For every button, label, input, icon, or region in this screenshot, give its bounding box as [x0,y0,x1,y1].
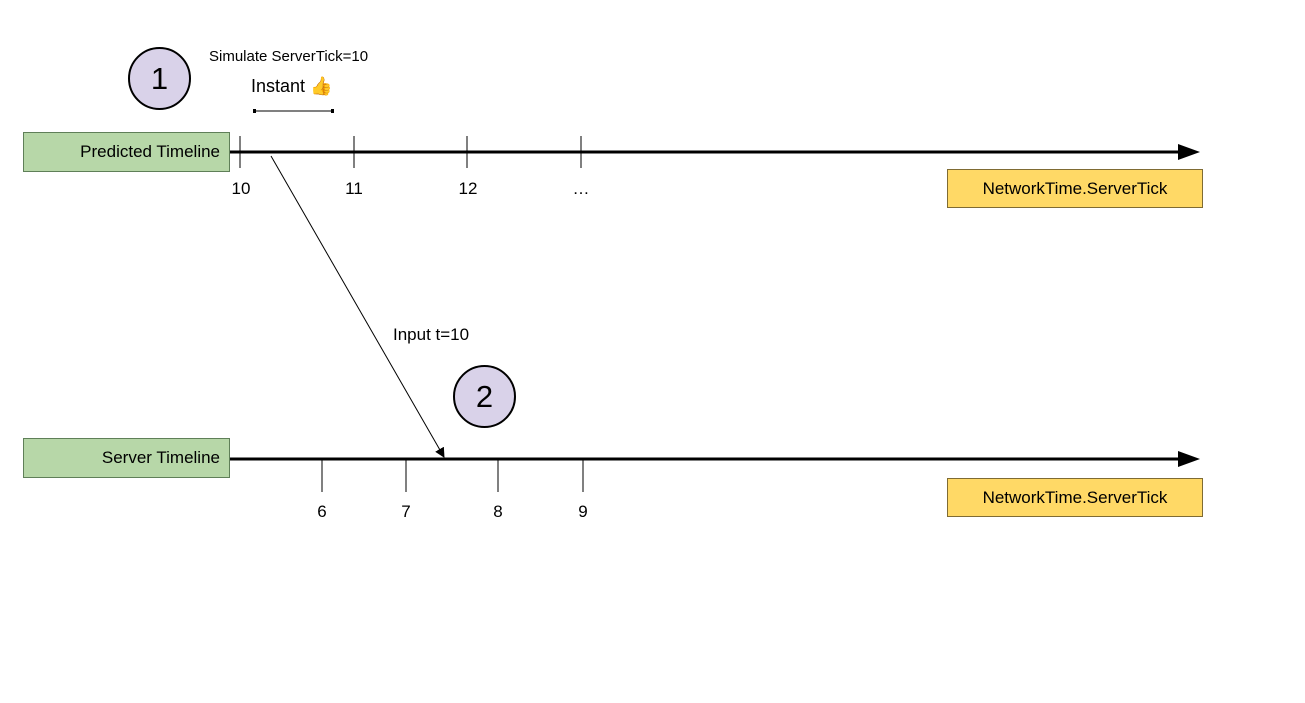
predicted-time-source-label: NetworkTime.ServerTick [982,178,1168,198]
server-tick-label: 6 [317,502,327,521]
predicted-tick-label: 10 [231,179,251,198]
predicted-timeline-box: Predicted Timeline [23,132,230,172]
instant-bracket-end [253,109,256,113]
server-timeline-label: Server Timeline [101,448,220,467]
server-tick-label: 9 [578,502,588,521]
input-annotation: Input t=10 [393,325,470,344]
predicted-time-source-box: NetworkTime.ServerTick [947,169,1203,208]
server-time-source-label: NetworkTime.ServerTick [982,487,1168,507]
predicted-tick-label: … [572,179,590,198]
simulate-annotation: Simulate ServerTick=10 [209,48,369,65]
server-time-source-box: NetworkTime.ServerTick [947,478,1203,517]
predicted-tick-label: 11 [345,179,363,198]
instant-bracket-end [331,109,334,113]
instant-annotation: Instant 👍 [251,76,333,96]
step-1-badge: 1 [128,47,191,110]
predicted-timeline-arrowhead [1178,144,1200,160]
server-tick-label: 7 [401,502,411,521]
server-tick-label: 8 [493,502,503,521]
predicted-tick-label: 12 [458,179,478,198]
server-timeline-arrowhead [1178,451,1200,467]
predicted-timeline-label: Predicted Timeline [80,142,220,161]
input-message-arrow [270,155,445,458]
server-timeline-box: Server Timeline [23,438,230,478]
step-2-badge: 2 [453,365,516,428]
